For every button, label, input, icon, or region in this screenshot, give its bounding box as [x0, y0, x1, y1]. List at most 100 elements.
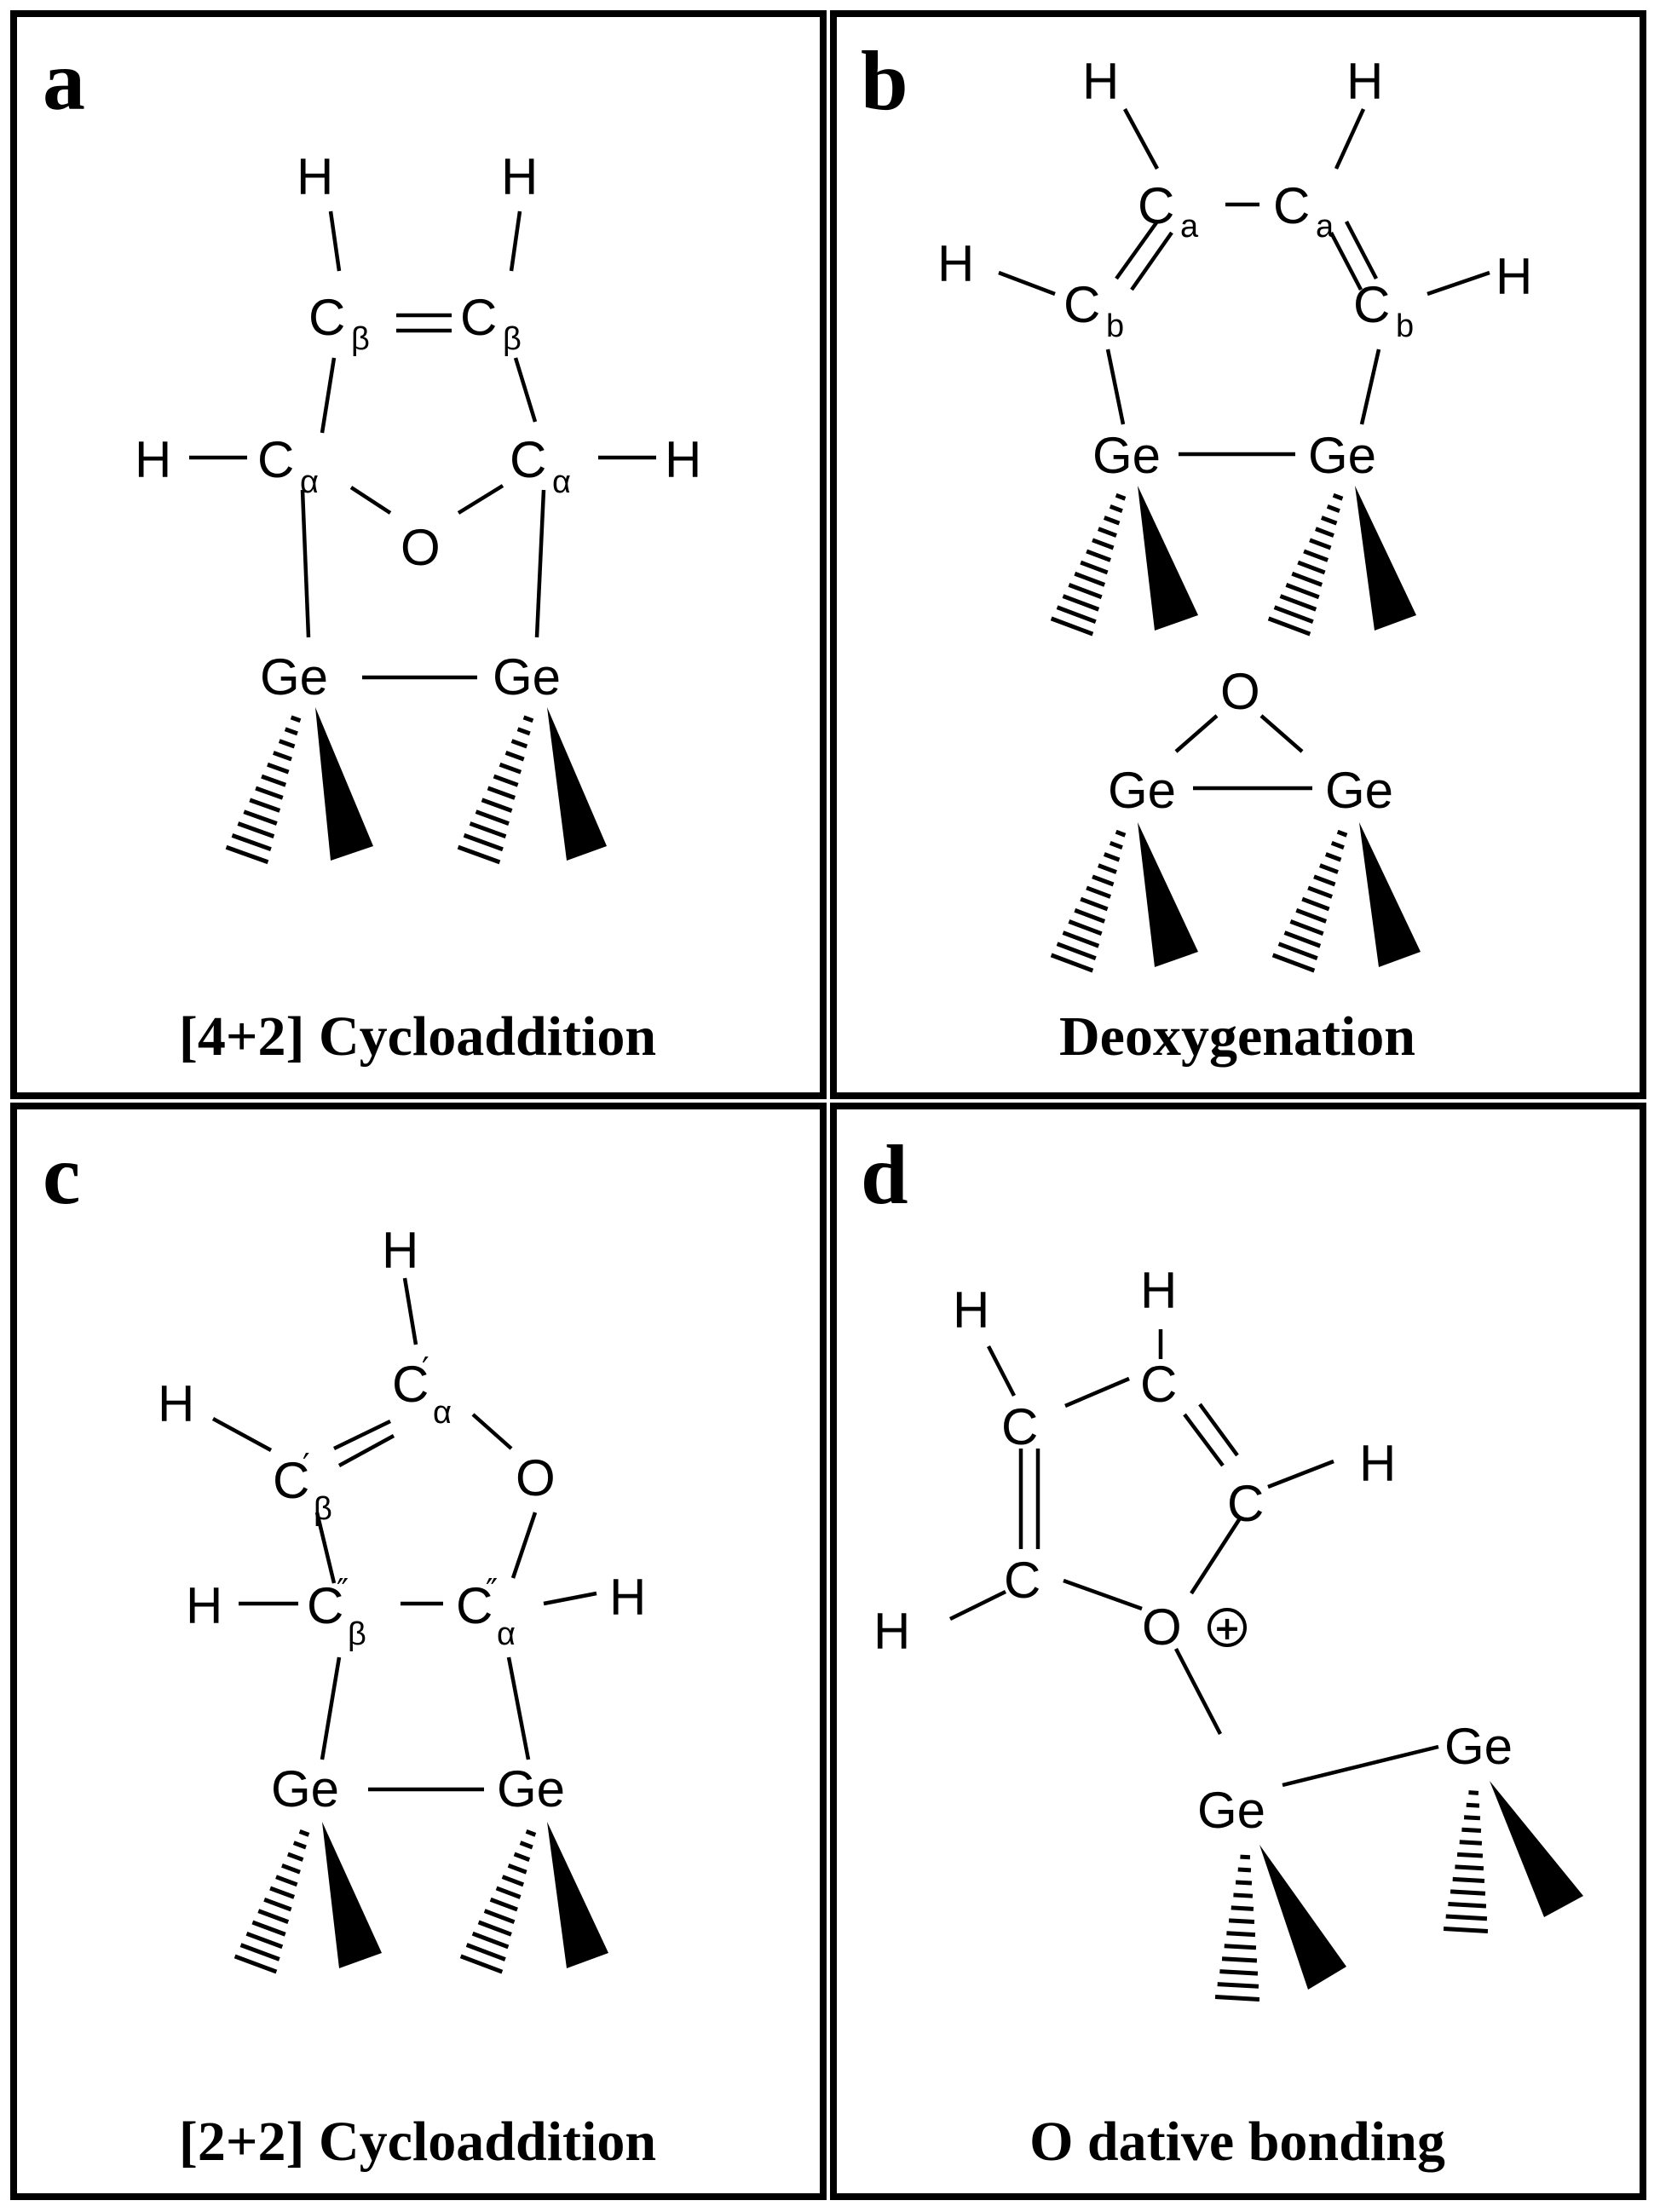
hash-stroke [1461, 1827, 1482, 1834]
panel-d-atoms: H H C C H C C H O + Ge Ge [873, 1262, 1513, 1839]
hash-stroke [1109, 504, 1123, 514]
c-c-alpha-prime: C [392, 1356, 429, 1413]
hash-stroke [1466, 1802, 1480, 1808]
c-wedge-left [322, 1822, 382, 1968]
frame-a [10, 10, 827, 1099]
hash-stroke [1228, 1918, 1255, 1924]
hash-stroke [522, 715, 534, 723]
hash-stroke [1336, 829, 1348, 838]
a-h-mid-right: H [665, 431, 701, 488]
c-sub-beta-dprime: β [348, 1616, 366, 1652]
c-hash-right [459, 1829, 537, 1974]
b-h-mid-left: H [937, 235, 974, 292]
hash-stroke [1086, 549, 1111, 562]
hash-stroke [493, 774, 519, 787]
a-ge-left: Ge [260, 648, 328, 706]
hash-stroke [1445, 1914, 1488, 1921]
b-o: O [1220, 663, 1260, 720]
c-sub-alpha-prime: α [433, 1395, 452, 1431]
caption-c: [2+2] Cycloaddition [179, 2111, 656, 2173]
a-h-top-left: H [297, 148, 333, 205]
b-h-top-left: H [1082, 53, 1119, 110]
b-ge-low-left: Ge [1108, 762, 1176, 819]
hash-stroke [1450, 1889, 1486, 1896]
b-sub-a-left: a [1180, 209, 1199, 245]
c-h-left-mid: H [186, 1577, 222, 1634]
hash-stroke [249, 798, 281, 813]
hash-stroke [1056, 605, 1097, 625]
caption-a: [4+2] Cycloaddition [179, 1005, 656, 1068]
hash-stroke [1074, 907, 1106, 924]
d-hash-right [1443, 1790, 1489, 1933]
a-sub-alpha-left: α [300, 464, 319, 500]
panel-c-stereo [233, 1822, 608, 1974]
hash-stroke [1080, 896, 1109, 912]
hash-stroke [1092, 538, 1115, 550]
hash-stroke [1332, 493, 1344, 501]
hash-stroke [286, 1852, 304, 1862]
a-h-mid-left: H [135, 431, 171, 488]
hash-stroke [1068, 583, 1103, 600]
hash-stroke [1109, 840, 1123, 850]
d-ge-top-right: Ge [1444, 1718, 1513, 1775]
c-prime-alpha: ′ [422, 1351, 429, 1388]
b-hash-lower-left [1050, 829, 1127, 973]
hash-stroke [487, 786, 516, 800]
hash-stroke [1233, 1892, 1254, 1898]
d-wedge-right [1490, 1781, 1583, 1917]
a-c-beta-left: C [308, 289, 345, 346]
hash-stroke [1221, 1956, 1258, 1963]
c-c-beta-dprime: C [307, 1577, 343, 1634]
panel-d-bonds [949, 1329, 1439, 1788]
b-hash-upper-right [1267, 493, 1344, 637]
hash-stroke [1217, 1982, 1259, 1989]
d-c-left-top: C [1001, 1398, 1038, 1455]
hash-stroke [1267, 616, 1311, 637]
a-sub-beta-left: β [351, 321, 370, 357]
a-h-top-right: H [501, 148, 538, 205]
b-c-a-left: C [1138, 177, 1174, 234]
hash-stroke [239, 1943, 280, 1961]
hash-stroke [1237, 1867, 1252, 1873]
hash-stroke [1092, 874, 1115, 887]
hash-stroke [1098, 863, 1117, 874]
hash-stroke [463, 832, 504, 852]
hash-stroke [499, 762, 522, 775]
b-ge-right: Ge [1308, 427, 1376, 484]
hash-stroke [1062, 930, 1100, 948]
c-hash-left [233, 1829, 310, 1974]
hash-stroke [1115, 493, 1127, 501]
hash-stroke [243, 809, 278, 826]
hash-stroke [1068, 919, 1103, 936]
hash-stroke [1103, 516, 1121, 526]
hash-stroke [1295, 907, 1328, 924]
hash-stroke [1324, 852, 1342, 862]
hash-stroke [1277, 942, 1318, 961]
a-sub-alpha-right: α [552, 464, 571, 500]
hash-stroke [1224, 1944, 1257, 1950]
c-dprime-alpha: ″ [486, 1572, 498, 1610]
b-wedge-upper-left [1138, 486, 1198, 631]
caption-d: O dative bonding [1029, 2111, 1445, 2173]
hash-stroke [298, 1829, 310, 1837]
hash-stroke [1279, 594, 1317, 612]
hash-stroke [290, 715, 302, 723]
panel-letter-d: d [861, 1127, 908, 1222]
b-c-b-right: C [1353, 276, 1390, 333]
hash-stroke [1231, 1905, 1254, 1911]
b-wedge-upper-right [1355, 486, 1416, 631]
d-h-top-mid: H [1140, 1262, 1177, 1319]
caption-b: Deoxygenation [1059, 1005, 1415, 1068]
c-sub-alpha-dprime: α [497, 1616, 516, 1652]
hash-stroke [1443, 1927, 1489, 1933]
d-h-right: H [1359, 1435, 1396, 1492]
hash-stroke [292, 1840, 307, 1850]
hash-stroke [1320, 516, 1338, 526]
hash-stroke [257, 1909, 290, 1924]
hash-stroke [489, 1897, 518, 1912]
hash-stroke [513, 1852, 531, 1862]
hash-stroke [525, 1829, 537, 1837]
panel-a-atoms: H H C β C β H C α C α H O Ge Ge [135, 148, 701, 706]
hash-stroke [245, 1931, 284, 1950]
